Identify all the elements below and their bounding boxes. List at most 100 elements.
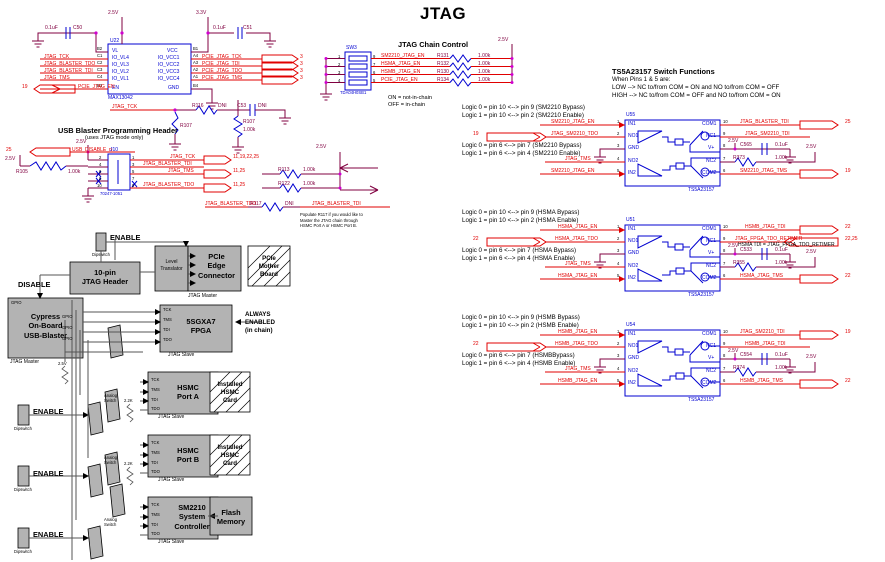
cap-c50-value: 0.1uF <box>45 25 58 31</box>
c53-ref: C53 <box>237 103 247 109</box>
u55-num-8: 8 <box>723 143 726 148</box>
net-jtag-tms-u22: JTAG_TMS <box>44 75 70 81</box>
r131-ref: R131 <box>437 53 449 59</box>
r122-ref: R122 <box>278 181 290 187</box>
net-pcie-jtag-en-u22: PCIE_JTAG_EN <box>78 84 115 90</box>
net-jtag-blaster-tdi-j10: JTAG_BLASTER_TDI <box>143 161 192 167</box>
j10-pin-10: 10 <box>97 183 102 188</box>
u51-part: TS5A23157 <box>688 292 715 298</box>
bd-fpga-tck: TCK <box>163 307 172 312</box>
net-jtag-tck-j10: JTAG_TCK <box>170 154 196 160</box>
u54-cap-ref: C554 <box>740 352 752 358</box>
u54-pin-in1: IN1 <box>628 331 636 337</box>
u22-pin-c2-num: C2 <box>97 60 103 65</box>
page-ref-pcie-tck: 3 <box>300 54 303 60</box>
u51-num-10: 10 <box>723 224 728 229</box>
bd-hsmc-b-label: HSMC Port B <box>176 446 200 465</box>
u55-cap-ref: C565 <box>740 142 752 148</box>
r134-ref: R134 <box>437 77 449 83</box>
bd-pcie-edge-sub: JTAG Master <box>188 293 218 299</box>
bd-dipswitch-top: Dipswitch <box>92 252 110 257</box>
page-ref-blaster-tdo: 11,25 <box>233 182 246 188</box>
u22-pin-a4-num: A4 <box>193 53 199 58</box>
u54-net-in2: HSMB_JTAG_EN <box>558 378 598 384</box>
page-ref-tms: 11,25 <box>233 168 246 174</box>
u22-ref: U22 <box>110 38 120 44</box>
u22-pin-iovcc1-name: IO_VCC1 <box>158 55 180 61</box>
page-title: JTAG <box>420 4 467 23</box>
u54-net-com1: JTAG_SM2210_TDI <box>740 329 785 335</box>
bd-fpga-tms: TMS <box>163 317 172 322</box>
bd-fpga-tdo: TDO <box>163 337 172 342</box>
bd-rail-label: 2.5V <box>58 361 67 366</box>
bd-hsmc-b-card: Installed HSMC Card <box>217 444 243 468</box>
bd-sm-tdi: TDI <box>151 522 158 527</box>
u54-num-10: 10 <box>723 329 728 334</box>
net-usb-disable-n: USB_DISABLE_n <box>72 147 112 153</box>
j10-part: 70247-1051 <box>100 191 123 196</box>
sw3-pin-3: 3 <box>338 70 341 75</box>
u54-res-value: 1.00k <box>775 365 788 371</box>
sw3-pin-7: 7 <box>373 62 376 67</box>
net-jtag-tck-filter: JTAG_TCK <box>112 104 138 110</box>
bd-hsmb-tdo: TDO <box>151 469 160 474</box>
sw3-pin-6: 6 <box>373 70 376 75</box>
u54-net-in1: HSMB_JTAG_EN <box>558 329 598 335</box>
net-jtag-blaster-tdo-u22: JTAG_BLASTER_TDO <box>44 61 96 67</box>
u55-num-5: 5 <box>617 168 620 173</box>
sw3-ref: SW3 <box>346 45 357 51</box>
u54-logic-bot-1: Logic 1 = pin 6 <--> pin 4 (HSMB Enable) <box>462 360 576 367</box>
bd-hsmc-a-card: Installed HSMC Card <box>217 381 243 405</box>
bd-analog-switch-a: Analog Switch <box>104 393 118 404</box>
bd-hsma-tms: TMS <box>151 387 160 392</box>
u54-pin-vplus: V+ <box>708 355 715 361</box>
u55-pin-com2: COM2 <box>702 170 717 176</box>
bd-gpio-3: GPIO <box>62 325 73 330</box>
r130-value: 1.00k <box>478 69 491 75</box>
bd-hsmb-tms: TMS <box>151 450 160 455</box>
switch-functions-line3: HIGH --> NC to/from COM = OFF and NO to/… <box>612 92 781 99</box>
u55-rail-a: 2.5V <box>728 138 739 144</box>
net-pcie-jtag-tdo: PCIE_JTAG_TDO <box>202 68 243 74</box>
u54-page-com1: 19 <box>845 329 851 335</box>
u54-page-no1: 22 <box>473 341 479 347</box>
bd-usb-blaster-label: Cypress On-Board USB-Blaster <box>23 312 68 340</box>
switch-functions-title: TS5A23157 Switch Functions <box>612 67 715 76</box>
u22-pin-vl-name: VL <box>112 48 119 54</box>
net-link-left: JTAG_BLASTER_TDO <box>205 201 257 207</box>
u54-res-ref: R374 <box>733 365 745 371</box>
bd-always-enabled: ALWAYS ENABLED (in chain) <box>245 311 275 335</box>
u55-pin-no1: NO1 <box>628 133 639 139</box>
u51-ref: U51 <box>626 217 636 223</box>
r105-value: 1.00k <box>68 169 81 175</box>
j10-pin-2: 2 <box>99 155 102 160</box>
u22-pin-c1-num: C1 <box>97 53 103 58</box>
u22-pin-iovcc2-name: IO_VCC2 <box>158 62 180 68</box>
u55-num-7: 7 <box>723 156 726 161</box>
bd-fpga-tdi: TDI <box>163 327 170 332</box>
u54-num-8: 8 <box>723 353 726 358</box>
u51-net-nc1: JTAG_FPGA_TDO_RETIMER <box>735 236 803 242</box>
r116-ref: R116 <box>192 103 204 109</box>
r122-value: 1.00k <box>303 181 316 187</box>
u51-pin-nc1: NC1 <box>706 238 717 244</box>
u54-num-3: 3 <box>617 353 620 358</box>
u54-pin-no2: NO2 <box>628 368 639 374</box>
net-jtag-tck-u22: JTAG_TCK <box>44 54 70 60</box>
net-hsmb-jtag-en: HSMB_JTAG_EN <box>381 69 421 75</box>
net-pcie-jtag-tdi: PCIE_JTAG_TDI <box>202 61 240 67</box>
r107-ref: R107 <box>180 123 192 129</box>
bd-gpio-2: GPIO <box>62 314 73 319</box>
bd-fpga-sub: JTAG Slave <box>168 352 195 358</box>
u54-num-9: 9 <box>723 341 726 346</box>
net-hsma-jtag-en: HSMA_JTAG_EN <box>381 61 421 67</box>
sw3-pin-5: 5 <box>373 78 376 83</box>
u54-part: TS5A23157 <box>688 397 715 403</box>
j10-pin-6: 6 <box>99 169 102 174</box>
bd-dipswitch-c: Dipswitch <box>14 549 32 554</box>
u54-cap-value: 0.1uF <box>775 352 788 358</box>
u51-res-value: 1.00k <box>775 260 788 266</box>
bd-enable-c: ENABLE <box>33 530 64 539</box>
net-jtag-blaster-tdi-u22: JTAG_BLASTER_TDI <box>44 68 93 74</box>
